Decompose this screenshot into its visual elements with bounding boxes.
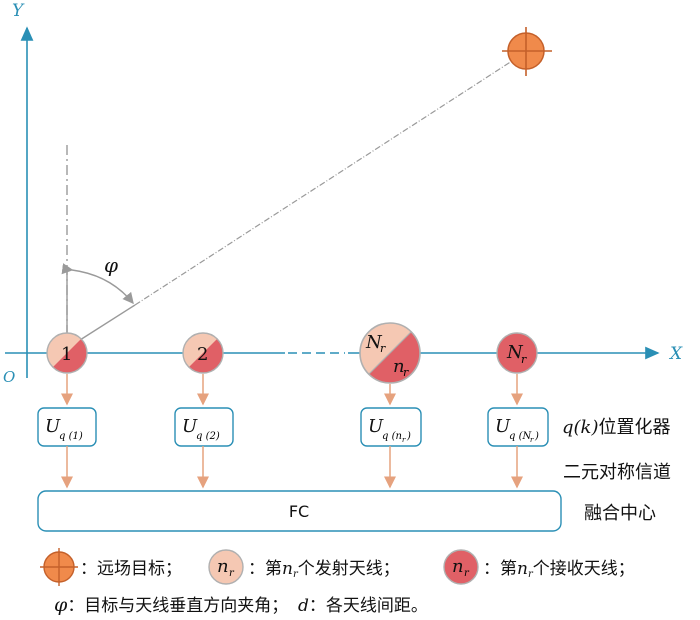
svg-text:r: r — [464, 568, 470, 579]
svg-text:U: U — [45, 416, 61, 437]
legend-tx-text: ：第nr个发射天线； — [248, 559, 400, 580]
svg-text:): ) — [534, 431, 539, 442]
y-axis-label: Y — [12, 1, 25, 21]
legend-target-text: ：远场目标； — [80, 559, 182, 579]
svg-text:N: N — [365, 332, 383, 353]
legend-target-icon — [40, 548, 78, 586]
quantizer-label: q(k)位置化器 — [562, 417, 670, 438]
antenna-2: 2 — [182, 332, 224, 374]
svg-text:r: r — [229, 568, 235, 579]
svg-text:): ) — [406, 431, 411, 442]
svg-text:1: 1 — [61, 344, 72, 365]
svg-text:r: r — [402, 436, 406, 444]
svg-text:r: r — [530, 436, 534, 444]
svg-text:r: r — [403, 366, 409, 379]
svg-text:n: n — [393, 356, 405, 377]
legend-rx-icon: n r — [443, 549, 479, 585]
svg-text:U: U — [182, 416, 198, 437]
antenna-1: 1 — [46, 332, 88, 374]
channel-label: 二元对称信道 — [563, 462, 671, 483]
svg-text:q (n: q (n — [382, 431, 402, 442]
svg-text:q (2): q (2) — [196, 431, 220, 442]
far-field-target-icon — [502, 27, 552, 76]
svg-text:U: U — [495, 416, 511, 437]
origin-label: O — [3, 368, 15, 386]
svg-text:n: n — [452, 556, 464, 577]
fusion-label: 融合中心 — [584, 503, 656, 524]
quantizer-rx: U q (N r ) — [487, 407, 549, 447]
antenna-rx: N r — [496, 332, 538, 374]
antenna-nr: N r n r — [359, 322, 421, 384]
angle-label: φ — [104, 253, 118, 277]
svg-text:q (N: q (N — [509, 431, 532, 442]
target-direction-line — [79, 304, 136, 341]
svg-text:r: r — [521, 353, 527, 366]
svg-text:FC: FC — [289, 502, 309, 521]
target-dashed-line — [134, 60, 513, 306]
quantizer-2: U q (2) — [174, 407, 234, 447]
legend-d-text: d：各天线间距。 — [298, 596, 428, 616]
legend-phi-text: φ：目标与天线垂直方向夹角； — [54, 594, 288, 616]
svg-text:r: r — [380, 342, 386, 355]
legend-rx-text: ：第nr个接收天线； — [483, 559, 635, 580]
svg-text:n: n — [217, 556, 229, 577]
svg-text:N: N — [506, 342, 524, 363]
quantizer-1: U q (1) — [37, 407, 97, 447]
x-axis-label: X — [668, 344, 683, 364]
svg-text:q (1): q (1) — [59, 431, 83, 442]
legend-tx-icon: n r — [208, 549, 244, 585]
svg-text:2: 2 — [197, 344, 208, 365]
fusion-center-box: FC — [37, 490, 562, 532]
svg-text:U: U — [368, 416, 384, 437]
quantizer-nr: U q (n r ) — [360, 407, 422, 447]
angle-arc — [61, 263, 134, 305]
